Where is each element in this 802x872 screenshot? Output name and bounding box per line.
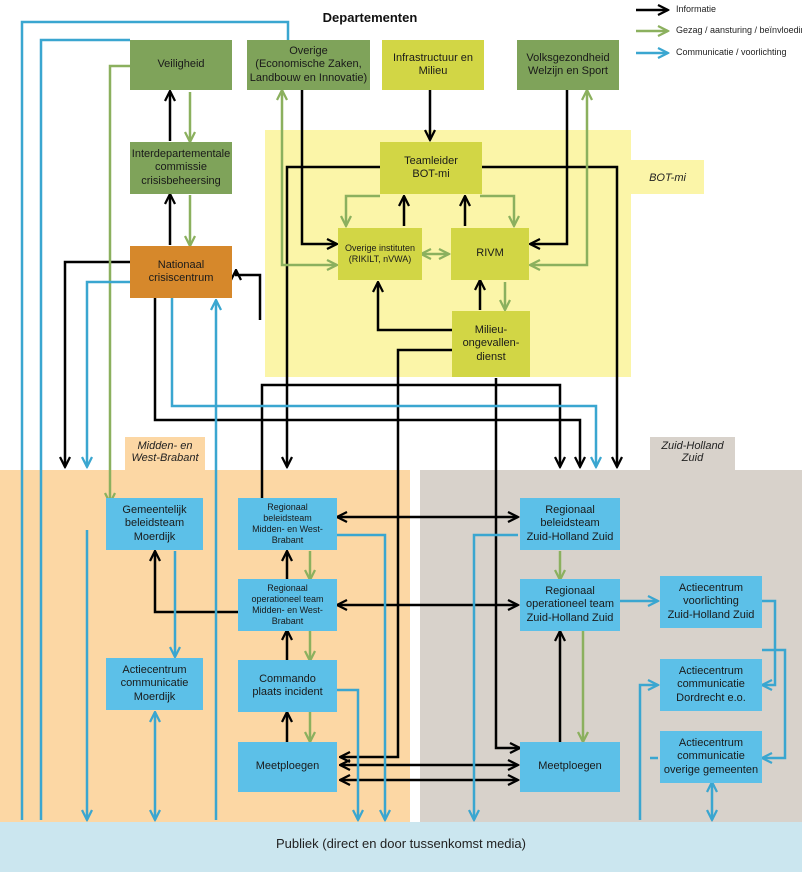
node-regionaal-operationeel-team-mwb: Regionaal operationeel team Midden- en W… xyxy=(238,579,337,631)
node-regionaal-beleidsteam-zhz: Regionaal beleidsteam Zuid-Holland Zuid xyxy=(520,498,620,550)
node-actiecentrum-dordrecht: Actiecentrum communicatie Dordrecht e.o. xyxy=(660,659,762,711)
node-actiecentrum-moerdijk: Actiecentrum communicatie Moerdijk xyxy=(106,658,203,710)
node-commando-plaats-incident: Commando plaats incident xyxy=(238,660,337,712)
node-actiecentrum-overige-gemeenten: Actiecentrum communicatie overige gemeen… xyxy=(660,731,762,783)
diagram-title: Departementen xyxy=(322,10,418,25)
midden-west-brabant-label-tab xyxy=(125,437,205,470)
legend-communicatie-label: Communicatie / voorlichting xyxy=(676,47,787,57)
bot-mi-label: BOT-mi xyxy=(649,172,686,184)
node-infrastructuur-milieu: Infrastructuur en Milieu xyxy=(382,40,484,90)
node-rivm: RIVM xyxy=(451,228,529,280)
node-interdepartementale-commissie: Interdepartementale commissie crisisbehe… xyxy=(130,142,232,194)
node-overige-instituten: Overige instituten (RIKILT, nVWA) xyxy=(338,228,422,280)
node-regionaal-operationeel-team-zhz: Regionaal operationeel team Zuid-Holland… xyxy=(520,579,620,631)
node-meetploegen-zhz: Meetploegen xyxy=(520,742,620,792)
midden-west-brabant-label: Midden- en West-Brabant xyxy=(131,440,199,464)
legend-arrows xyxy=(636,10,668,53)
publiek-region xyxy=(0,822,802,872)
node-overige-departementen: Overige (Economische Zaken, Landbouw en … xyxy=(247,40,370,90)
publiek-label: Publiek (direct en door tussenkomst medi… xyxy=(275,836,526,851)
node-meetploegen-mwb: Meetploegen xyxy=(238,742,337,792)
zuid-holland-zuid-label: Zuid-Holland Zuid xyxy=(661,440,724,464)
legend-gezag-label: Gezag / aansturing / beïnvloeding xyxy=(676,25,802,35)
node-regionaal-beleidsteam-mwb: Regionaal beleidsteam Midden- en West-Br… xyxy=(238,498,337,550)
bot-mi-label-tab xyxy=(631,160,704,194)
node-actiecentrum-voorlichting-zhz: Actiecentrum voorlichting Zuid-Holland Z… xyxy=(660,576,762,628)
node-veiligheid: Veiligheid xyxy=(130,40,232,90)
node-volksgezondheid: Volksgezondheid Welzijn en Sport xyxy=(517,40,619,90)
node-nationaal-crisiscentrum: Nationaal crisiscentrum xyxy=(130,246,232,298)
node-milieu-ongevallendienst: Milieu- ongevallen- dienst xyxy=(452,311,530,377)
node-teamleider-bot-mi: Teamleider BOT-mi xyxy=(380,142,482,194)
node-gemeentelijk-beleidsteam: Gemeentelijk beleidsteam Moerdijk xyxy=(106,498,203,550)
legend-informatie-label: Informatie xyxy=(676,4,717,14)
zuid-holland-zuid-label-tab xyxy=(650,437,735,470)
